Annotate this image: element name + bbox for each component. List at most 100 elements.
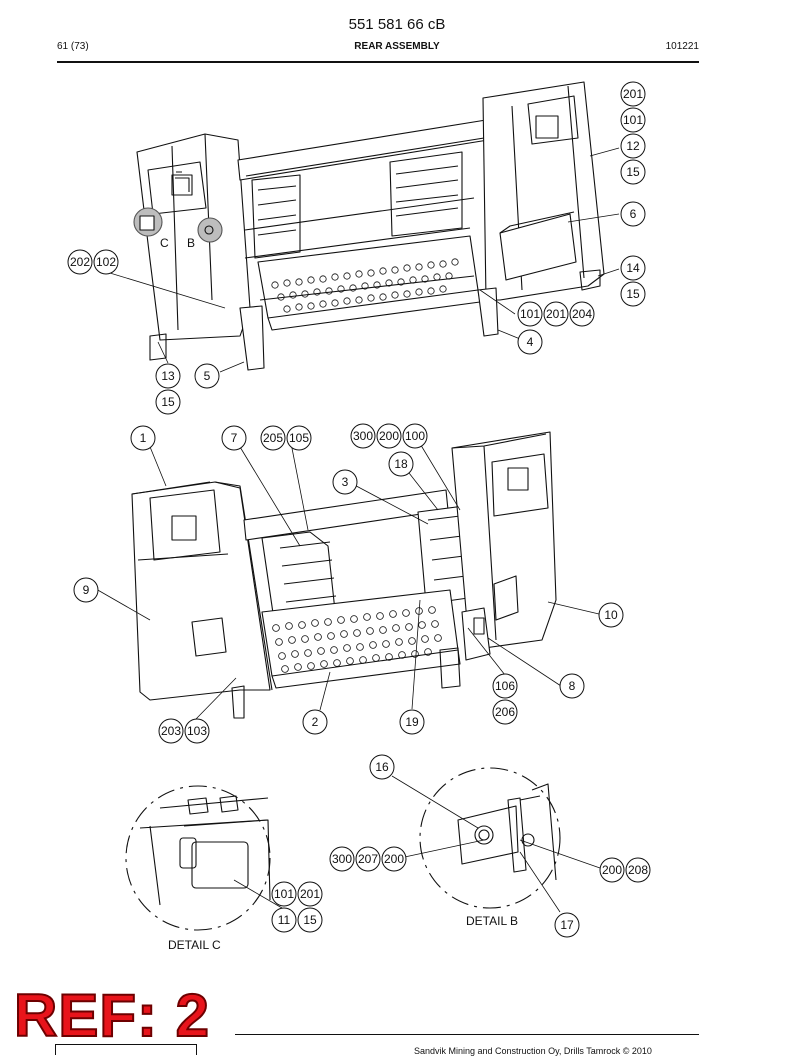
callout-mid-1: 7 — [221, 425, 247, 451]
svg-text:4: 4 — [527, 335, 534, 349]
callout-mid-7: 18 — [388, 451, 414, 477]
callout-mid-8: 3 — [332, 469, 358, 495]
callout-bot-6: 101 — [271, 881, 297, 907]
callout-mid-11: 8 — [559, 673, 585, 699]
detail-c-drawing — [125, 785, 271, 931]
top-assembly-drawing — [133, 81, 605, 371]
svg-text:16: 16 — [375, 760, 389, 774]
svg-text:207: 207 — [358, 852, 378, 866]
callout-top-10: 201 — [543, 301, 569, 327]
svg-text:12: 12 — [626, 139, 640, 153]
detail-letter-c: C — [160, 236, 169, 250]
callout-top-7: 202 — [67, 249, 93, 275]
callout-bot-4: 200 — [599, 857, 625, 883]
header-doc-code: 551 581 66 cB — [348, 16, 446, 33]
svg-text:15: 15 — [303, 913, 317, 927]
svg-text:17: 17 — [560, 918, 574, 932]
callout-mid-16: 2 — [302, 709, 328, 735]
svg-text:11: 11 — [278, 913, 291, 927]
callout-mid-10: 10 — [598, 602, 624, 628]
detail-c-label: DETAIL C — [168, 938, 221, 952]
svg-text:300: 300 — [332, 852, 352, 866]
callout-bot-3: 200 — [381, 846, 407, 872]
svg-text:201: 201 — [300, 887, 320, 901]
header-title: REAR ASSEMBLY — [354, 41, 440, 52]
svg-text:200: 200 — [379, 429, 399, 443]
callout-top-4: 6 — [620, 201, 646, 227]
callout-mid-6: 100 — [402, 423, 428, 449]
callout-top-13: 13 — [155, 363, 181, 389]
svg-text:14: 14 — [626, 261, 640, 275]
callout-top-14: 5 — [194, 363, 220, 389]
header-page-number: 61 (73) — [57, 41, 89, 52]
callout-mid-4: 300 — [350, 423, 376, 449]
footer-logo-box — [55, 1044, 197, 1055]
callout-bot-5: 208 — [625, 857, 651, 883]
svg-text:2: 2 — [312, 715, 319, 729]
svg-text:105: 105 — [289, 431, 309, 445]
svg-text:19: 19 — [405, 715, 419, 729]
callout-top-1: 101 — [620, 107, 646, 133]
svg-text:300: 300 — [353, 429, 373, 443]
svg-text:3: 3 — [342, 475, 349, 489]
callout-mid-14: 203 — [158, 718, 184, 744]
svg-text:5: 5 — [204, 369, 211, 383]
svg-text:101: 101 — [274, 887, 294, 901]
svg-text:201: 201 — [623, 87, 643, 101]
svg-text:208: 208 — [628, 863, 648, 877]
svg-text:106: 106 — [495, 679, 515, 693]
svg-text:18: 18 — [394, 457, 408, 471]
callout-bot-0: 16 — [369, 754, 395, 780]
svg-text:101: 101 — [520, 307, 540, 321]
callout-mid-13: 206 — [492, 699, 518, 725]
callout-top-3: 15 — [620, 159, 646, 185]
callout-bot-7: 201 — [297, 881, 323, 907]
callout-mid-2: 205 — [260, 425, 286, 451]
callout-top-8: 102 — [93, 249, 119, 275]
callout-mid-3: 105 — [286, 425, 312, 451]
callout-top-0: 201 — [620, 81, 646, 107]
leader-lines — [95, 147, 620, 913]
callout-mid-5: 200 — [376, 423, 402, 449]
callout-mid-0: 1 — [130, 425, 156, 451]
svg-text:200: 200 — [384, 852, 404, 866]
svg-text:202: 202 — [70, 255, 90, 269]
svg-text:8: 8 — [569, 679, 576, 693]
header-ref-code: 101221 — [665, 41, 699, 52]
callout-top-15: 15 — [155, 389, 181, 415]
callout-mid-17: 19 — [399, 709, 425, 735]
detail-b-label: DETAIL B — [466, 914, 518, 928]
svg-text:9: 9 — [83, 583, 90, 597]
callout-mid-12: 106 — [492, 673, 518, 699]
svg-text:206: 206 — [495, 705, 515, 719]
ref-stamp: REF: 2 — [13, 982, 211, 1049]
svg-text:7: 7 — [231, 431, 238, 445]
callout-top-11: 204 — [569, 301, 595, 327]
callout-bot-8: 11 — [271, 907, 297, 933]
svg-text:15: 15 — [161, 395, 175, 409]
callout-bot-9: 15 — [297, 907, 323, 933]
callout-top-9: 101 — [517, 301, 543, 327]
svg-text:13: 13 — [161, 369, 175, 383]
svg-text:10: 10 — [604, 608, 618, 622]
detail-b-drawing — [419, 767, 561, 909]
header-rule — [57, 61, 699, 63]
top-plate-holes — [271, 258, 459, 313]
middle-plate-holes — [272, 606, 442, 673]
callout-mid-15: 103 — [184, 718, 210, 744]
svg-text:102: 102 — [96, 255, 116, 269]
footer-rule — [235, 1034, 699, 1035]
callout-top-5: 14 — [620, 255, 646, 281]
callout-mid-9: 9 — [73, 577, 99, 603]
svg-text:103: 103 — [187, 724, 207, 738]
callout-top-2: 12 — [620, 133, 646, 159]
svg-text:1: 1 — [140, 431, 147, 445]
callout-bot-10: 17 — [554, 912, 580, 938]
svg-text:201: 201 — [546, 307, 566, 321]
callout-top-6: 15 — [620, 281, 646, 307]
footer-copyright: Sandvik Mining and Construction Oy, Dril… — [414, 1046, 652, 1056]
svg-text:15: 15 — [626, 287, 640, 301]
svg-text:203: 203 — [161, 724, 181, 738]
svg-text:101: 101 — [623, 113, 643, 127]
